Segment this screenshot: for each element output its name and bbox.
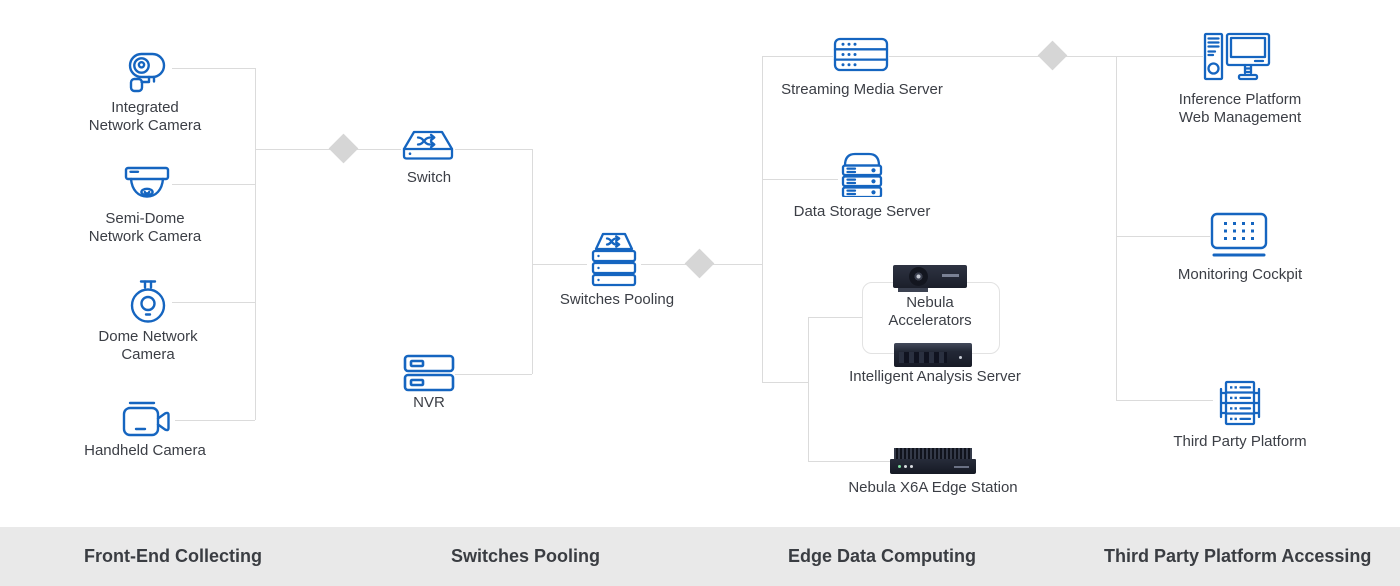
connector-line (1116, 400, 1213, 401)
rack-server-led (959, 356, 962, 359)
phase-switches-pooling: Switches Pooling (451, 546, 601, 566)
edge-station-led (898, 465, 901, 468)
connector-line (255, 68, 256, 420)
third-party-platform-label: Third Party Platform (1173, 433, 1307, 450)
connector-line (172, 302, 255, 303)
phase-footer-bar: Front-End Collecting Switches Pooling Ed… (0, 527, 1400, 586)
connector-line (762, 56, 763, 382)
connector-line (1116, 236, 1210, 237)
integrated-camera-label: Integrated Network Camera (88, 99, 202, 134)
edge-station-led (904, 465, 907, 468)
connector-diamond (328, 133, 359, 164)
connector-diamond (684, 248, 715, 279)
edge-station-body (890, 459, 976, 474)
gpu-fan (909, 267, 928, 286)
dashboard-screen-icon (1210, 212, 1268, 260)
switch-icon (401, 130, 455, 164)
nvr-icon (403, 354, 455, 392)
handheld-camera-label: Handheld Camera (84, 442, 206, 459)
nebula-x6a-edge-station-label: Nebula X6A Edge Station (848, 479, 1018, 496)
phase-front-end-collecting: Front-End Collecting (84, 546, 262, 566)
edge-station-brand-mark (954, 466, 969, 468)
gpu-card-photo (893, 265, 967, 292)
dome-camera-label: Dome Network Camera (98, 328, 198, 363)
nebula-accelerators-label: Nebula Accelerators (888, 294, 972, 329)
data-storage-server-label: Data Storage Server (793, 203, 931, 220)
semi-dome-camera-icon (124, 166, 170, 202)
connector-line (532, 149, 533, 374)
rack-server-drive-slots (899, 352, 947, 363)
connector-line (889, 56, 1116, 57)
connector-line (172, 184, 255, 185)
intelligent-analysis-server-label: Intelligent Analysis Server (849, 368, 1021, 385)
phase-edge-data-computing: Edge Data Computing (788, 546, 976, 566)
connector-diamond (1037, 40, 1068, 71)
phase-third-party-platform-accessing: Third Party Platform Accessing (1104, 546, 1372, 566)
dome-camera-icon (126, 279, 170, 327)
connector-line (1116, 56, 1117, 400)
connector-line (808, 317, 862, 318)
edge-station-heatsink (894, 448, 972, 459)
connector-line (1116, 56, 1203, 57)
edge-station-photo (890, 448, 976, 475)
rack-server-photo (894, 343, 972, 367)
connector-line (762, 382, 808, 383)
edge-station-led (910, 465, 913, 468)
switches-stack-icon (587, 232, 641, 290)
switches-pooling-label: Switches Pooling (559, 291, 675, 308)
bullet-camera-icon (126, 51, 168, 97)
desktop-pc-icon (1203, 32, 1271, 82)
connector-line (808, 317, 809, 462)
switch-label: Switch (406, 169, 452, 186)
connector-line (532, 264, 587, 265)
connector-line (175, 420, 255, 421)
server-rack-icon (833, 37, 889, 72)
handheld-camera-icon (122, 400, 172, 440)
gpu-brand-mark (942, 274, 959, 277)
semi-dome-camera-label: Semi-Dome Network Camera (88, 210, 202, 245)
storage-server-icon (838, 151, 886, 197)
platform-rack-icon (1213, 380, 1267, 426)
inference-platform-label: Inference Platform Web Management (1178, 91, 1302, 126)
connector-line (762, 179, 838, 180)
nvr-label: NVR (413, 394, 445, 411)
gpu-connector-pins (898, 288, 928, 292)
streaming-media-server-label: Streaming Media Server (781, 81, 943, 98)
connector-line (455, 374, 532, 375)
monitoring-cockpit-label: Monitoring Cockpit (1177, 266, 1303, 283)
connector-line (255, 149, 401, 150)
connector-line (762, 56, 833, 57)
connector-line (808, 461, 890, 462)
connector-line (172, 68, 255, 69)
connector-line (455, 149, 532, 150)
